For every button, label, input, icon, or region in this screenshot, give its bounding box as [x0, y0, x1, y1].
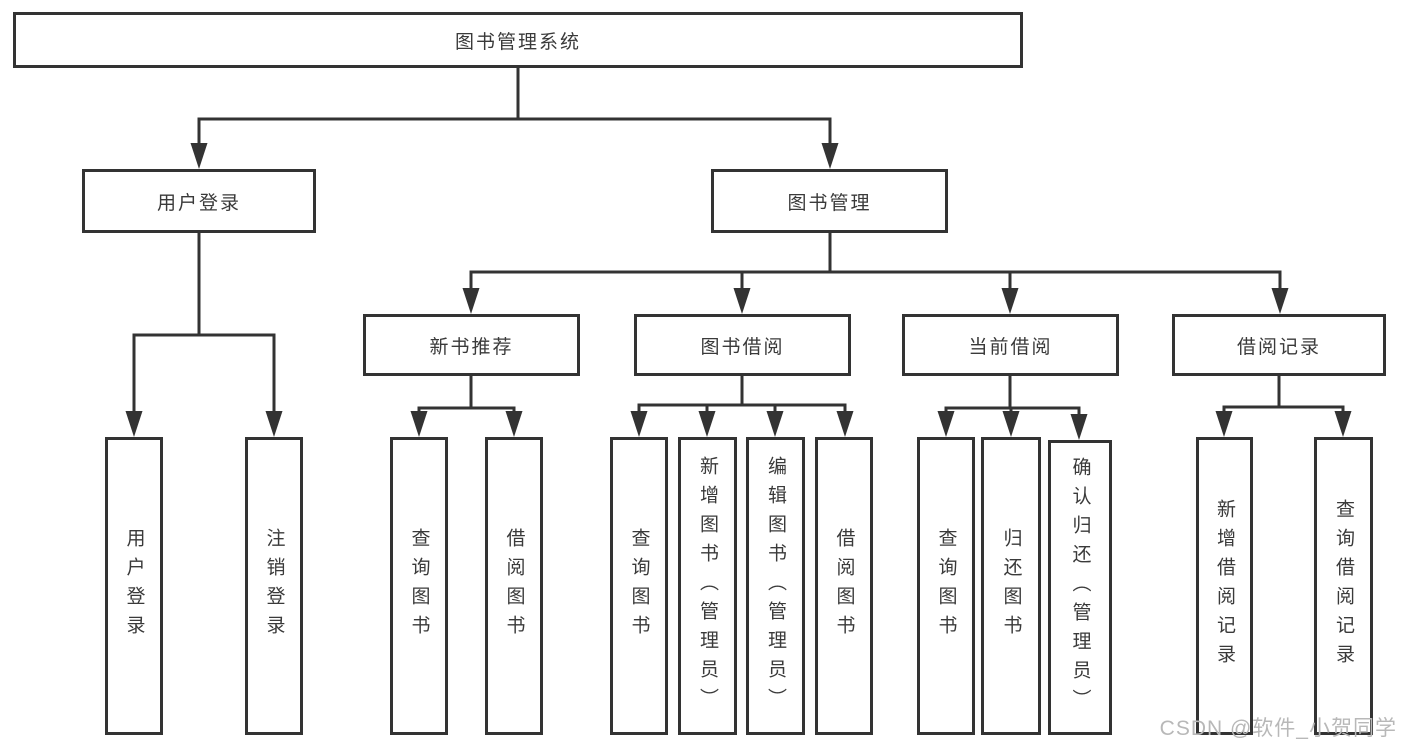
leaf-edit-books-admin: 编辑图书（管理员） [746, 437, 805, 735]
node-root: 图书管理系统 [13, 12, 1023, 68]
leaf-logout: 注销登录 [245, 437, 303, 735]
connector-current-borrow-children [937, 376, 1088, 440]
leaf-borrow-books: 借阅图书 [815, 437, 873, 735]
leaf-confirm-return-admin: 确认归还（管理员） [1048, 440, 1112, 735]
connector-borrow-record-children [1215, 376, 1352, 437]
leaf-user-login: 用户登录 [105, 437, 163, 735]
node-borrow-record: 借阅记录 [1172, 314, 1386, 376]
node-book-mgmt-label: 图书管理 [787, 192, 872, 214]
node-new-book-rec-label: 新书推荐 [429, 336, 514, 358]
connector-book-mgmt-children [462, 233, 1289, 314]
csdn-watermark: CSDN @软件_小贺同学 [1159, 717, 1397, 740]
node-root-label: 图书管理系统 [454, 31, 581, 53]
connector-root-to-level2 [190, 68, 839, 169]
node-current-borrow: 当前借阅 [902, 314, 1119, 376]
leaf-query-borrow-record: 查询借阅记录 [1314, 437, 1373, 735]
node-user-login: 用户登录 [82, 169, 316, 233]
leaf-query-books-rec: 查询图书 [390, 437, 448, 735]
connector-book-borrow-children [630, 376, 854, 437]
node-borrow-record-label: 借阅记录 [1236, 336, 1321, 358]
leaf-add-books-admin: 新增图书（管理员） [678, 437, 737, 735]
leaf-add-borrow-record: 新增借阅记录 [1196, 437, 1253, 735]
arrow-new-book-rec [462, 288, 480, 314]
arrow-login-leaf [125, 411, 143, 437]
node-book-borrow-label: 图书借阅 [700, 336, 785, 358]
leaf-query-books-current: 查询图书 [917, 437, 975, 735]
node-user-login-label: 用户登录 [156, 192, 241, 214]
node-book-borrow: 图书借阅 [634, 314, 851, 376]
node-book-mgmt: 图书管理 [711, 169, 948, 233]
node-new-book-rec: 新书推荐 [363, 314, 580, 376]
arrow-book-mgmt [821, 143, 839, 169]
arrow-book-borrow [733, 288, 751, 314]
arrow-logout-leaf [265, 411, 283, 437]
leaf-query-books-borrow: 查询图书 [610, 437, 668, 735]
arrow-current-borrow [1001, 288, 1019, 314]
arrow-user-login [190, 143, 208, 169]
arrow-borrow-record [1271, 288, 1289, 314]
node-current-borrow-label: 当前借阅 [968, 336, 1053, 358]
connector-user-login-children [125, 233, 283, 437]
leaf-return-books: 归还图书 [981, 437, 1041, 735]
connector-new-book-rec-children [410, 376, 523, 437]
leaf-borrow-books-rec: 借阅图书 [485, 437, 543, 735]
